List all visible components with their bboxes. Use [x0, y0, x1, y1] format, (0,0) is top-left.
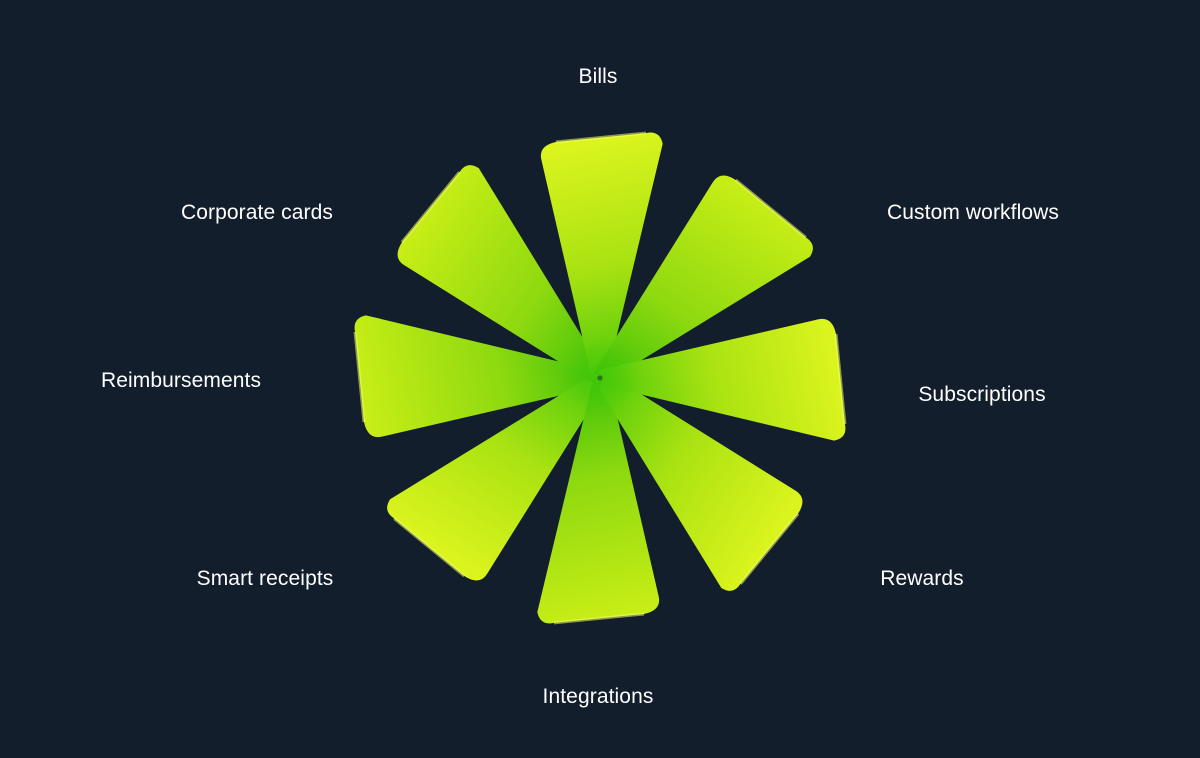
- feature-label-integrations: Integrations: [542, 685, 654, 708]
- pinwheel-hub-glow: [560, 338, 640, 418]
- pinwheel-blade: [593, 175, 813, 379]
- feature-label-rewards: Rewards: [880, 567, 964, 590]
- pinwheel-blade: [540, 131, 663, 380]
- pinwheel-blade: [599, 371, 803, 591]
- feature-label-subscriptions: Subscriptions: [918, 383, 1046, 406]
- pinwheel-blade: [397, 165, 601, 385]
- feature-label-corporate-cards: Corporate cards: [180, 201, 334, 224]
- feature-label-bills: Bills: [578, 65, 618, 88]
- pinwheel-blade: [537, 376, 660, 625]
- pinwheel-blade: [387, 377, 607, 581]
- feature-label-smart-receipts: Smart receipts: [196, 567, 334, 590]
- pinwheel-blade: [353, 315, 602, 438]
- feature-label-reimbursements: Reimbursements: [100, 369, 262, 392]
- pinwheel-blade: [598, 318, 847, 441]
- feature-label-custom-workflows: Custom workflows: [887, 201, 1059, 224]
